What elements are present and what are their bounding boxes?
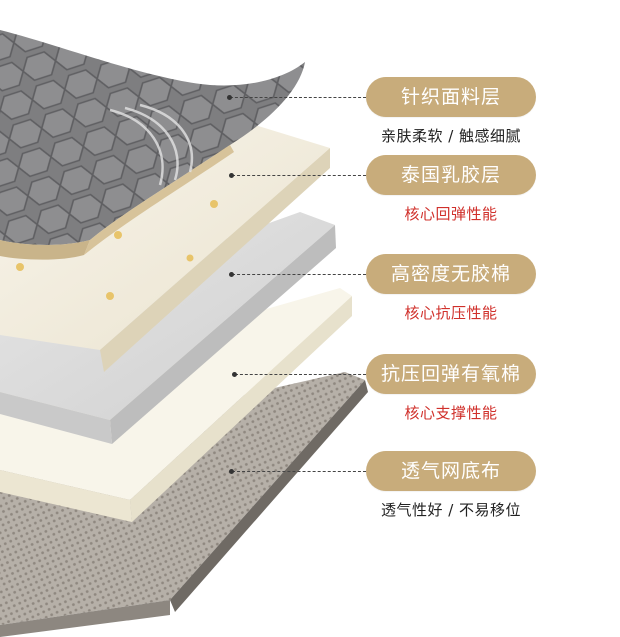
layer-title-pill: 高密度无胶棉 (366, 254, 536, 294)
layer-title-pill: 抗压回弹有氧棉 (366, 354, 536, 394)
layer-subtitle: 核心回弹性能 (404, 205, 498, 223)
connector-dot (229, 469, 234, 474)
aerobic-foam-layer (0, 288, 352, 522)
layer-subtitle: 核心支撑性能 (404, 404, 498, 422)
connector-dot (227, 95, 232, 100)
layer-label: 针织面料层亲肤柔软 / 触感细腻 (366, 77, 536, 145)
layer-label: 透气网底布透气性好 / 不易移位 (366, 451, 536, 519)
knit-fabric-layer (0, 30, 305, 260)
layer-subtitle: 亲肤柔软 / 触感细腻 (380, 127, 522, 145)
layer-title-pill: 透气网底布 (366, 451, 536, 491)
dense-foam-layer (0, 212, 336, 444)
connector-line (230, 97, 366, 98)
layer-label: 泰国乳胶层核心回弹性能 (366, 155, 536, 223)
layer-subtitle: 核心抗压性能 (404, 304, 498, 322)
layer-label: 抗压回弹有氧棉核心支撑性能 (366, 354, 536, 422)
layer-title-pill: 针织面料层 (366, 77, 536, 117)
connector-line (235, 374, 366, 375)
layer-subtitle: 透气性好 / 不易移位 (380, 501, 522, 519)
connector-dot (232, 372, 237, 377)
connector-dot (229, 173, 234, 178)
layer-label: 高密度无胶棉核心抗压性能 (366, 254, 536, 322)
connector-line (232, 175, 366, 176)
layer-title-pill: 泰国乳胶层 (366, 155, 536, 195)
connector-dot (229, 272, 234, 277)
connector-line (232, 274, 366, 275)
connector-line (232, 471, 366, 472)
